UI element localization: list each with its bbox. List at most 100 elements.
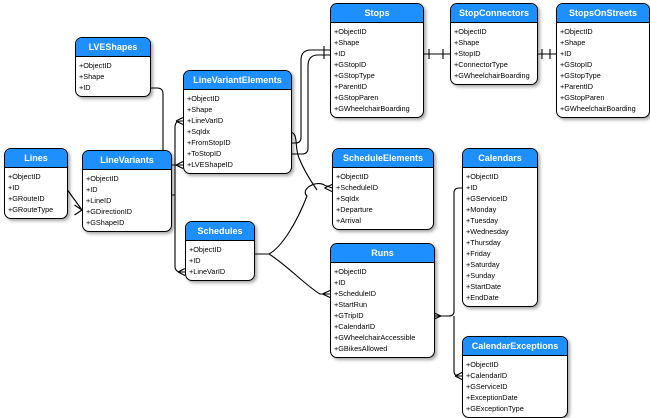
table-CalendarExceptions: CalendarExceptions+ObjectID+CalendarID+G… [462, 336, 568, 418]
field-row: +CalendarID [334, 322, 376, 331]
rel-fromstop-stops [290, 49, 330, 144]
field-row: +Shape [560, 38, 586, 47]
table-title: LineVariantElements [184, 71, 291, 90]
field-row: +ID [189, 256, 201, 265]
field-row: +GTripID [334, 311, 364, 320]
field-row: +ID [334, 278, 346, 287]
field-row: +Tuesday [466, 216, 498, 225]
table-Runs: Runs+ObjectID+ID+ScheduleID+StartRun+GTr… [330, 243, 435, 358]
table-Stops: Stops+ObjectID+Shape+ID+GStopID+GStopTyp… [330, 3, 424, 118]
table-Calendars: Calendars +ObjectID +ID +GServiceID +Monday +… [462, 148, 538, 307]
field-row: +ScheduleID [334, 289, 376, 298]
table-fields: +ObjectID+ID+GRouteID+GRouteType [5, 168, 67, 218]
field-row: +GStopID [560, 60, 593, 69]
table-title: LVEShapes [76, 38, 150, 57]
field-row: +GStopType [334, 71, 375, 80]
field-row: +ScheduleID [336, 183, 378, 192]
field-row: +StartDate [466, 282, 502, 291]
field-row: +LineVarID [187, 116, 224, 125]
table-LVEShapes: LVEShapes+ObjectID+Shape+ID [75, 37, 151, 97]
field-row: +SqIdx [187, 127, 210, 136]
table-fields: +ObjectID+Shape+ID+GStopID+GStopType+Par… [557, 23, 649, 117]
field-row: +GBikesAllowed [334, 344, 388, 353]
table-fields: +ObjectID+ID+ScheduleID+StartRun+GTripID… [331, 263, 434, 357]
field-row: +GExceptionType [466, 404, 524, 413]
table-fields: +ObjectID+Shape+StopID+ConnectorType+GWh… [451, 23, 537, 84]
crows-foot-linevariantelements [175, 117, 184, 125]
field-row: +GStopID [334, 60, 367, 69]
field-row: +Departure [336, 205, 373, 214]
crows-foot-calendarexceptions [454, 372, 463, 380]
table-title: Calendars [463, 149, 537, 168]
table-title: LineVariants [83, 151, 171, 170]
table-title: StopConnectors [451, 4, 537, 23]
table-ScheduleElements: ScheduleElements+ObjectID+ScheduleID+SqI… [332, 148, 434, 230]
table-title: Lines [5, 149, 67, 168]
field-row: +GWheelchairAccessible [334, 333, 416, 342]
field-row: +Friday [466, 249, 491, 258]
field-row: +GStopType [560, 71, 601, 80]
field-row: +ObjectID [86, 174, 119, 183]
field-row: +ID [466, 183, 478, 192]
field-row: +GWheelchairBoarding [334, 104, 410, 113]
crows-foot-runs-scheduleid [322, 290, 331, 298]
field-row: +ObjectID [560, 27, 593, 36]
field-row: +ObjectID [189, 245, 222, 254]
table-fields: +ObjectID+CalendarID+GServiceID+Exceptio… [463, 356, 567, 417]
field-row: +LineID [86, 196, 112, 205]
arrow-into-linevariants [74, 204, 83, 216]
field-row: +StopID [454, 49, 481, 58]
field-row: +Monday [466, 205, 497, 214]
field-row: +FromStopID [187, 138, 231, 147]
field-row: +LVEShapeID [187, 160, 233, 169]
field-row: +Arrival [336, 216, 361, 225]
field-row: +GServiceID [466, 194, 508, 203]
field-row: +ObjectID [79, 61, 112, 70]
table-title: Runs [331, 244, 434, 263]
field-row: +Sunday [466, 271, 496, 280]
field-row: +ObjectID [8, 172, 41, 181]
field-row: +ObjectID [454, 27, 487, 36]
field-row: +Shape [187, 105, 213, 114]
table-StopsOnStreets: StopsOnStreets+ObjectID+Shape+ID+GStopID… [556, 3, 650, 118]
rel-runs-calendars-trunk [441, 187, 462, 377]
field-row: +ObjectID [336, 172, 369, 181]
crows-foot-scheduleelements [324, 184, 333, 192]
rel-lines-linevariants [65, 187, 83, 211]
field-row: +ObjectID [334, 27, 367, 36]
field-row: +ObjectID [466, 360, 499, 369]
field-row: +GStopParen [334, 93, 379, 102]
table-title: Schedules [186, 222, 254, 241]
field-row: +GWheelchairBoarding [560, 104, 636, 113]
field-row: +ID [79, 83, 91, 92]
rel-tostop-stops [290, 54, 330, 155]
table-fields: +ObjectID+Shape+ID+GStopID+GStopType+Par… [331, 23, 423, 117]
field-row: +ToStopID [187, 149, 222, 158]
table-title: Stops [331, 4, 423, 23]
field-row: +GRouteID [8, 194, 45, 203]
field-row: +Saturday [466, 260, 500, 269]
field-row: +ID [334, 49, 346, 58]
field-row: +Thursday [466, 238, 501, 247]
field-row: +ConnectorType [454, 60, 508, 69]
field-row: +ObjectID [187, 94, 220, 103]
crows-foot-schedules [177, 268, 186, 276]
field-row: +Shape [454, 38, 480, 47]
rel-sqidx-scheduleelements [289, 131, 318, 191]
field-row: +GDirectionID [86, 207, 133, 216]
field-row: +ExceptionDate [466, 393, 518, 402]
table-LineVariantElements: LineVariantElements +ObjectID +Shape +LineV… [183, 70, 292, 174]
table-title: CalendarExceptions [463, 337, 567, 356]
field-row: +ID [86, 185, 98, 194]
field-row: +ObjectID [466, 172, 499, 181]
table-fields: +ObjectID +Shape +LineVarID +SqIdx +FromStop… [184, 90, 291, 173]
field-row: +GStopParen [560, 93, 605, 102]
field-row: +ParentID [560, 82, 594, 91]
field-row: +SqIdx [336, 194, 359, 203]
crows-foot-lveshapeid [175, 161, 184, 169]
rel-schedules-scheduleelements [253, 183, 333, 255]
field-row: +StartRun [334, 300, 368, 309]
field-row: +Wednesday [466, 227, 509, 236]
